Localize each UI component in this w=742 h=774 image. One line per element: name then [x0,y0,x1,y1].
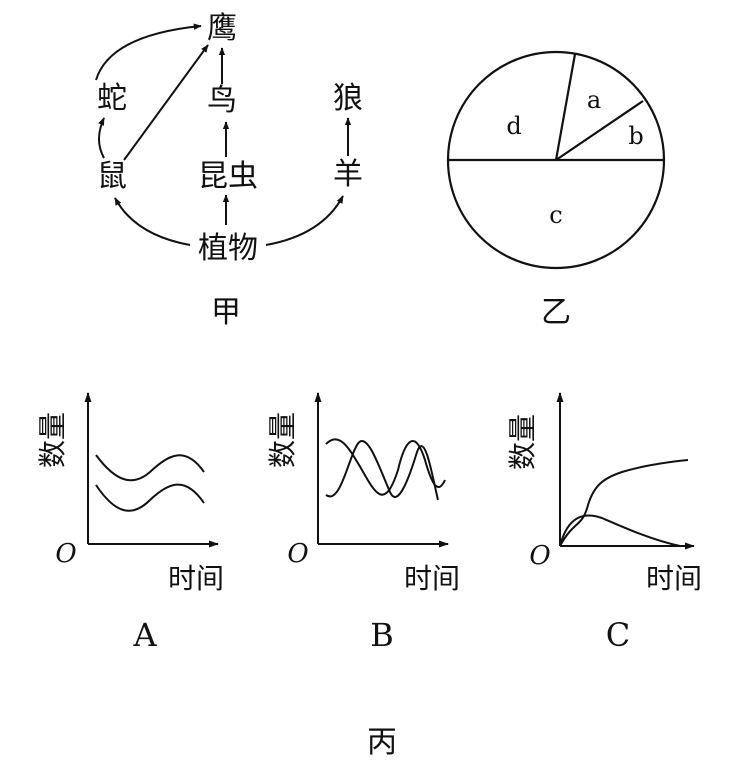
pie-label-b: b [628,122,643,150]
graph-b-xlabel: 时间 [404,562,460,595]
graph-a-ylabel: 数量 [36,412,69,468]
graph-c-xlabel: 时间 [646,562,702,595]
graph-a-curve-lower [95,483,205,512]
edge-snake-eagle [95,23,202,81]
graph-a: 数量 O 时间 A [36,392,224,654]
graph-c-curve-rising [559,459,689,547]
graph-a-origin: O [55,539,76,569]
graph-a-xlabel: 时间 [168,562,224,595]
node-plant: 植物 [198,231,258,266]
node-eagle: 鹰 [207,11,237,46]
graph-c-ylabel: 数量 [506,414,539,470]
edge-mouse-eagle [123,44,209,161]
node-mouse: 鼠 [97,159,127,194]
graph-a-label: A [132,616,157,654]
graph-b-curve-2 [325,440,439,501]
pie-label-c: c [549,201,562,229]
node-sheep: 羊 [333,157,363,192]
caption-yi: 乙 [541,295,571,330]
edge-mouse-snake [98,117,105,159]
pie-label-d: d [506,112,521,140]
food-web: 鹰 蛇 鸟 狼 鼠 昆虫 羊 植物 甲 [95,11,363,330]
graph-c-curve-hump [559,514,681,547]
graph-b-ylabel: 数量 [266,412,299,468]
graph-b-origin: O [287,539,308,569]
node-wolf: 狼 [333,81,363,116]
edge-plant-sheep [265,195,344,246]
pie-label-a: a [587,86,601,114]
caption-bing: 丙 [367,725,397,760]
edge-plant-mouse [114,197,191,246]
graph-b: 数量 O 时间 B [266,392,460,654]
graph-b-curve-1 [325,438,446,496]
graph-a-curve-upper [95,454,205,482]
caption-jia: 甲 [211,295,241,330]
graph-c-label: C [606,616,630,654]
pie-diagram: a b d c 乙 [446,50,666,330]
node-insect: 昆虫 [198,159,258,194]
node-bird: 鸟 [207,83,237,118]
pie-radius-b [555,100,644,161]
graph-c-origin: O [529,541,550,571]
graph-b-label: B [370,616,394,654]
pie-radius-a [554,53,577,161]
node-snake: 蛇 [97,81,127,116]
graph-c: 数量 O 时间 C [506,392,702,654]
